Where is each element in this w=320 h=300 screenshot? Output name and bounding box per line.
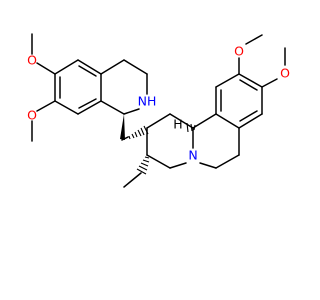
ethyl-terminal-bond [123,172,142,188]
atom-label-o3: O [234,44,244,59]
left-methoxy-groups [31,33,56,142]
ethyl-hash [136,156,150,175]
right-piperidine-ring [146,113,194,169]
atom-label-n: N [188,148,197,163]
stereo-hash-h [186,122,196,133]
stereo-wedge-c1 [120,114,125,140]
atom-label-o4: O [280,66,290,81]
left-tetrahydro-ring [100,59,148,115]
stereo-hash-linker [128,125,149,140]
left-aromatic-ring [54,59,102,115]
molecule-structure-diagram: O O NH N H O O [27,33,290,188]
atom-label-nh: NH [138,94,157,109]
right-aromatic-ring [215,73,263,129]
atom-label-o1: O [27,53,37,68]
atom-label-h: H [173,117,182,132]
right-methoxy-groups [238,34,286,88]
atom-label-o2: O [27,108,37,123]
linker-bond [121,136,129,141]
right-tetrahydro-ring [192,113,240,169]
